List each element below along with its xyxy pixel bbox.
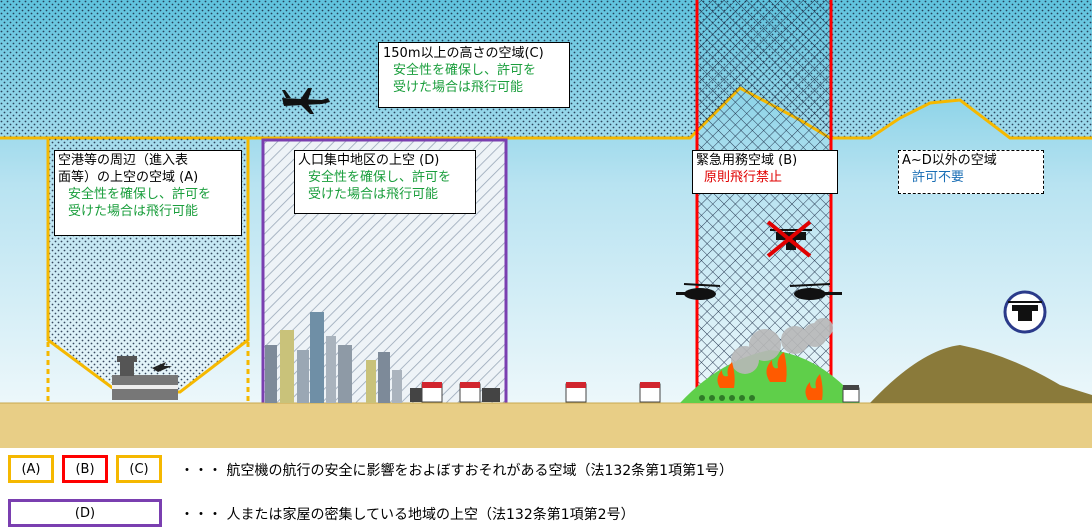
airspace-a-note-2: 受けた場合は飛行可能: [68, 204, 199, 219]
city-buildings-icon: [265, 312, 402, 403]
airspace-a-label: 空港等の周辺（進入表 面等）の上空の空域 (A) 安全性を確保し、許可を 受けた…: [54, 150, 242, 236]
legend-row1-text: ・・・ 航空機の航行の安全に影響をおよぼすおそれがある空域（法132条第1項第1…: [180, 463, 733, 479]
legend-box-d: (D): [8, 499, 162, 527]
airspace-c-note-2: 受けた場合は飛行可能: [393, 80, 524, 95]
airspace-d-title: 人口集中地区の上空 (D): [298, 153, 440, 168]
airspace-a-title-2: 面等）の上空の空域 (A): [58, 170, 199, 185]
legend-box-c: (C): [116, 455, 162, 483]
airspace-b-note: 原則飛行禁止: [704, 170, 783, 185]
airspace-d-label: 人口集中地区の上空 (D) 安全性を確保し、許可を 受けた場合は飛行可能: [294, 150, 476, 214]
legend-box-a: (A): [8, 455, 54, 483]
mountain: [870, 345, 1092, 403]
airspace-a-title-1: 空港等の周辺（進入表: [58, 153, 189, 168]
airport-building-icon: [112, 356, 178, 400]
airspace-b-label: 緊急用務空域 (B) 原則飛行禁止: [692, 150, 838, 194]
other-airspace-title: A~D以外の空域: [902, 153, 997, 168]
airspace-c-note-1: 安全性を確保し、許可を: [393, 63, 537, 78]
airspace-b-title: 緊急用務空域 (B): [696, 153, 798, 168]
drone-crossed-icon: [766, 220, 812, 258]
legend-row2-text: ・・・ 人または家屋の密集している地域の上空（法132条第1項第2号）: [180, 507, 635, 523]
legend-box-b: (B): [62, 455, 108, 483]
drone-circle-icon: [1003, 290, 1047, 334]
fire-icon: [717, 352, 823, 400]
house-icon: [410, 382, 860, 403]
airspace-d-note-1: 安全性を確保し、許可を: [308, 170, 452, 185]
airspace-c-title: 150m以上の高さの空域(C): [383, 46, 544, 61]
trees: [699, 395, 755, 401]
smoke-icon: [731, 318, 833, 374]
airspace-a-note-1: 安全性を確保し、許可を: [68, 187, 212, 202]
airspace-d-boundary: [261, 138, 508, 403]
airplane-icon: [282, 88, 330, 114]
helicopter-icon: [676, 283, 842, 300]
other-airspace-label: A~D以外の空域 許可不要: [898, 150, 1044, 194]
ground: [0, 403, 1092, 448]
airspace-d-note-2: 受けた場合は飛行可能: [308, 187, 439, 202]
airspace-c-label: 150m以上の高さの空域(C) 安全性を確保し、許可を 受けた場合は飛行可能: [378, 42, 570, 108]
other-airspace-note: 許可不要: [912, 170, 965, 185]
